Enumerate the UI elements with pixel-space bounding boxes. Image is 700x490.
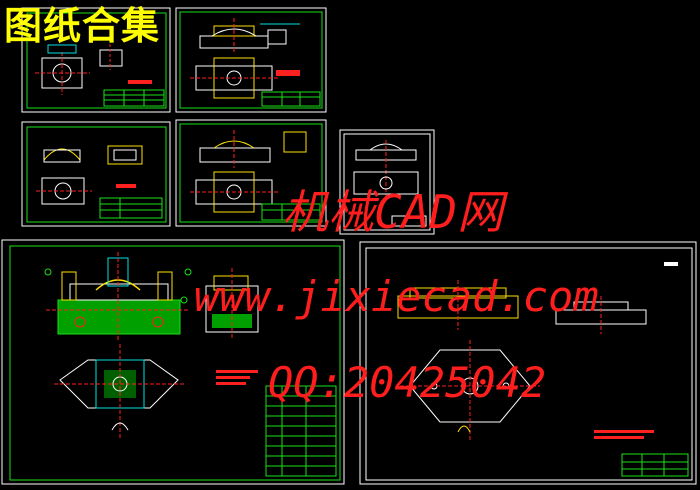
drawing-sheet[interactable] bbox=[21, 7, 171, 113]
drawing-sheet[interactable] bbox=[21, 121, 171, 227]
drawing-sheet[interactable] bbox=[359, 241, 697, 485]
drawing-sheet[interactable] bbox=[339, 129, 435, 235]
drawing-sheet[interactable] bbox=[175, 7, 327, 113]
drawing-sheet[interactable] bbox=[1, 239, 345, 485]
drawing-sheet[interactable] bbox=[175, 119, 327, 227]
